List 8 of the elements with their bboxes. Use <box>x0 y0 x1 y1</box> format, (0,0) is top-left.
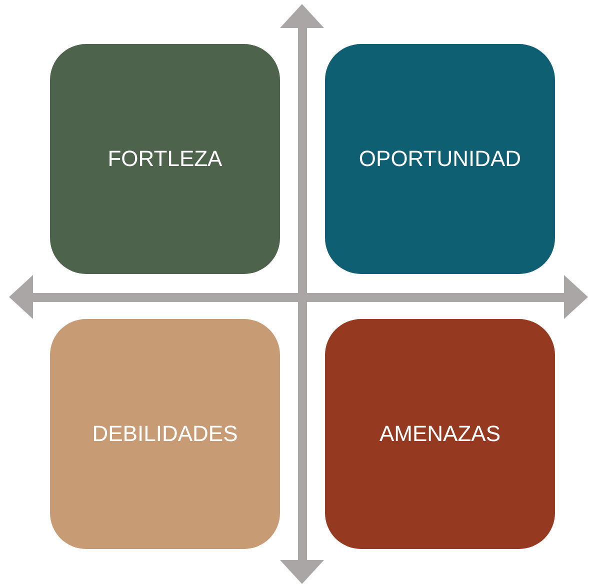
quadrant-label: OPORTUNIDAD <box>358 146 522 172</box>
quadrant-box <box>50 319 280 549</box>
quadrant-label: AMENAZAS <box>379 421 501 447</box>
quadrant-box <box>50 44 280 274</box>
quadrant-label: FORTLEZA <box>108 146 222 172</box>
quadrant-box <box>325 44 555 274</box>
quadrant-label: DEBILIDADES <box>92 421 238 447</box>
quadrant-box <box>325 319 555 549</box>
